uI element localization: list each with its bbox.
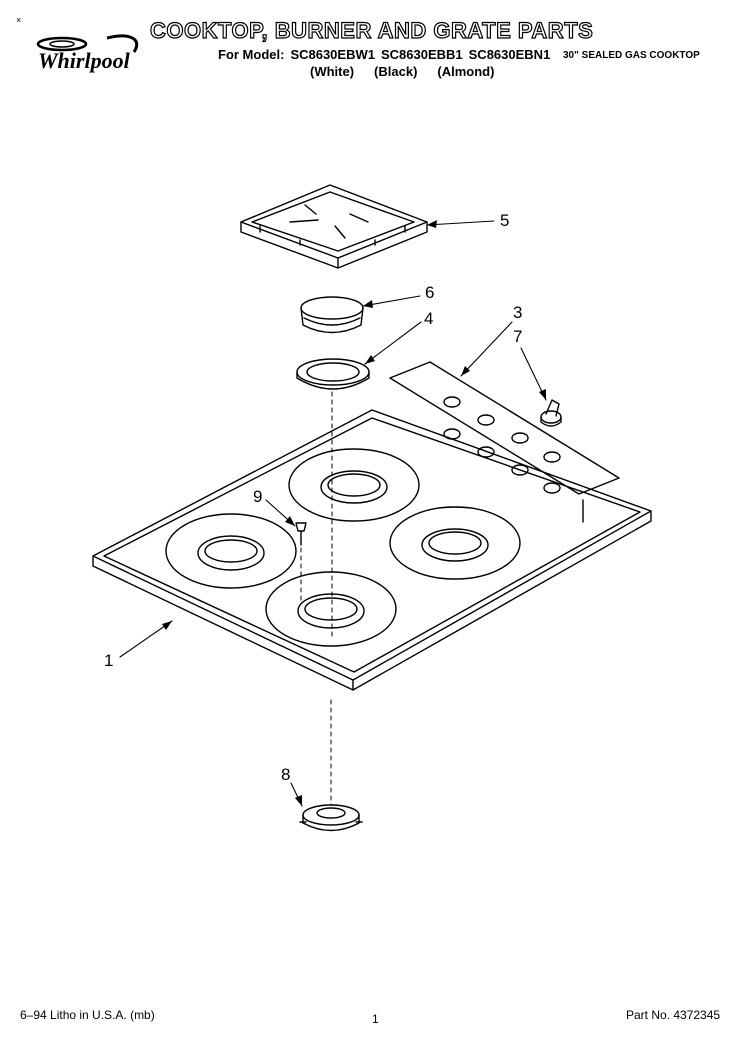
model-line: For Model: SC8630EBW1 SC8630EBB1 SC8630EBN1 <box>218 47 556 62</box>
page-number: 1 <box>372 1012 379 1026</box>
callout-6: 6 <box>425 283 435 302</box>
callout-1: 1 <box>104 651 114 670</box>
callout-4: 4 <box>424 309 434 328</box>
burner-grate <box>240 184 428 269</box>
litho-note: 6–94 Litho in U.S.A. (mb) <box>20 1008 155 1022</box>
whirlpool-logo-swirl-icon <box>36 34 139 53</box>
model-number-almond: SC8630EBN1 <box>468 47 551 62</box>
model-number-black: SC8630EBB1 <box>380 47 463 62</box>
callout-5: 5 <box>500 211 510 230</box>
page-title: COOKTOP, BURNER AND GRATE PARTS <box>149 17 594 43</box>
burner-well-left <box>165 513 297 589</box>
assembly-centerline <box>300 391 333 806</box>
leader-arrowheads <box>162 220 546 806</box>
color-almond: (Almond) <box>437 64 495 79</box>
color-black: (Black) <box>374 64 418 79</box>
model-prefix: For Model: <box>218 47 285 62</box>
knob-holes <box>443 396 561 494</box>
control-panel <box>389 361 620 495</box>
burner-well-front <box>265 571 397 647</box>
callout-8: 8 <box>281 765 291 784</box>
model-number-white: SC8630EBW1 <box>290 47 375 62</box>
burner-ring <box>296 358 370 390</box>
brand-logo: Whirlpool <box>38 48 130 73</box>
corner-mark: × <box>16 15 22 25</box>
mounting-screw <box>295 522 307 546</box>
control-knob <box>540 399 562 427</box>
cooktop-main-top <box>92 409 652 691</box>
callout-7: 7 <box>513 327 523 346</box>
burner-well-back <box>288 448 420 522</box>
burner-cap <box>300 296 364 334</box>
burner-base <box>299 804 363 832</box>
callout-9: 9 <box>253 487 263 506</box>
color-line: (White) (Black) (Almond) <box>310 64 514 79</box>
color-white: (White) <box>310 64 355 79</box>
product-type: 30" SEALED GAS COOKTOP <box>563 50 700 61</box>
burner-well-right <box>389 506 521 580</box>
callout-3: 3 <box>513 303 523 322</box>
leader-lines <box>119 220 547 807</box>
part-number: Part No. 4372345 <box>626 1008 721 1022</box>
